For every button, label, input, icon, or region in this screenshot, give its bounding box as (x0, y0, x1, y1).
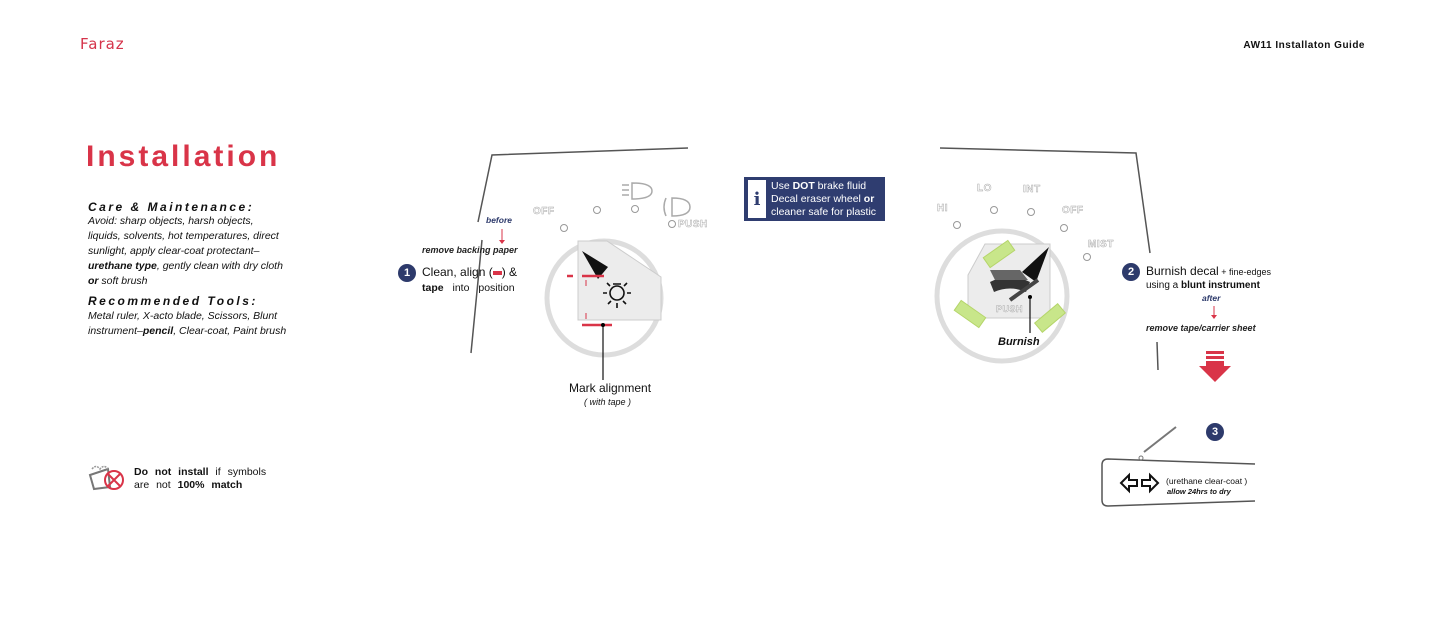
info-icon: i (748, 180, 766, 218)
step-1-line: into position (443, 282, 515, 294)
info-text: brake fluid (814, 179, 867, 192)
no-match-wiper-icon (88, 465, 124, 491)
down-arrow-icon (1199, 351, 1231, 382)
tools-bold: pencil (142, 325, 174, 337)
low-beam-icon (622, 182, 653, 200)
step-1-line: ) & (501, 265, 518, 279)
wiper-label-int: INT (1023, 184, 1041, 196)
remove-tape-label: remove tape/carrier sheet (1146, 323, 1256, 333)
step-2-bold: blunt instrument (1181, 280, 1260, 291)
mark-alignment-label: Mark alignment (569, 381, 652, 395)
care-heading: Care & Maintenance: (88, 200, 255, 214)
wiper-label-push: PUSH (996, 304, 1024, 315)
wiper-icon (990, 270, 1040, 302)
warning-text: Do not install if symbols are not 100% ma… (134, 466, 266, 492)
document-title: AW11 Installaton Guide (1243, 40, 1365, 51)
step-1-bold: tape (422, 282, 444, 294)
step-2-line: using a (1146, 280, 1182, 291)
red-mark-icon (492, 270, 502, 275)
tools-text-b: , Clear-coat, Paint brush (173, 325, 287, 337)
remove-backing-label: remove backing paper (422, 245, 518, 255)
info-text: Use (771, 179, 793, 192)
wiper-label-off: OFF (1062, 205, 1084, 217)
wiper-label-lo: LO (977, 183, 992, 195)
warning-bold: Do not install (134, 466, 209, 478)
wiper-label-hi: HI (937, 203, 948, 215)
after-label: after (1202, 293, 1221, 303)
wiper-label-mist: MIST (1088, 239, 1114, 251)
with-tape-label: ( with tape ) (584, 397, 632, 407)
info-bold: DOT (792, 179, 815, 192)
tools-text: Metal ruler, X-acto blade, Scissors, Blu… (88, 309, 288, 339)
step-2-line-2: using a blunt instrument (1146, 280, 1260, 291)
care-text: Avoid: sharp objects, harsh objects, liq… (88, 214, 288, 289)
left-right-arrows-icon (1119, 472, 1160, 494)
light-bulb-icon (603, 282, 631, 308)
step-2-suffix: + fine-edges (1218, 267, 1272, 277)
care-text-a: Avoid: sharp objects, harsh objects, liq… (88, 215, 279, 257)
care-text-b: , gently clean with dry cloth (156, 260, 283, 272)
info-text: Decal eraser wheel (771, 192, 864, 205)
step-1-text: Clean, align ( ) & tape into position (422, 265, 517, 296)
step-2-line: Burnish decal (1146, 264, 1219, 278)
step-1-badge: 1 (398, 264, 416, 282)
care-bold-b: or (88, 275, 99, 287)
warning-text-1: if symbols (208, 466, 267, 478)
warning-text-2: are not (134, 479, 178, 491)
info-bold: or (863, 192, 875, 205)
page-title: Installation (86, 140, 281, 173)
warning-bold-2: 100% match (177, 479, 243, 491)
step-2-text: Burnish decal + fine-edges (1146, 264, 1271, 278)
step-1-line: Clean, align ( (422, 265, 493, 279)
tools-heading: Recommended Tools: (88, 294, 258, 308)
step-3-badge: 3 (1206, 423, 1224, 441)
dry-time-label: allow 24hrs to dry (1167, 487, 1231, 496)
care-text-c: soft brush (98, 275, 148, 287)
clear-coat-label: (urethane clear-coat ) (1166, 476, 1248, 486)
care-bold-a: urethane type (88, 260, 157, 272)
step-2-badge: 2 (1122, 263, 1140, 281)
brush-icon (1143, 426, 1177, 453)
info-text: cleaner safe for plastic (771, 205, 877, 218)
before-label: before (486, 215, 512, 225)
tools-text-a: Metal ruler, X-acto blade, Scissors, Blu… (88, 310, 278, 337)
switch-label-off: OFF (533, 206, 555, 218)
parking-light-icon (663, 197, 691, 217)
switch-label-push: PUSH (678, 219, 708, 231)
brand-logo: Faraz (80, 35, 125, 53)
burnish-label: Burnish (998, 336, 1040, 348)
